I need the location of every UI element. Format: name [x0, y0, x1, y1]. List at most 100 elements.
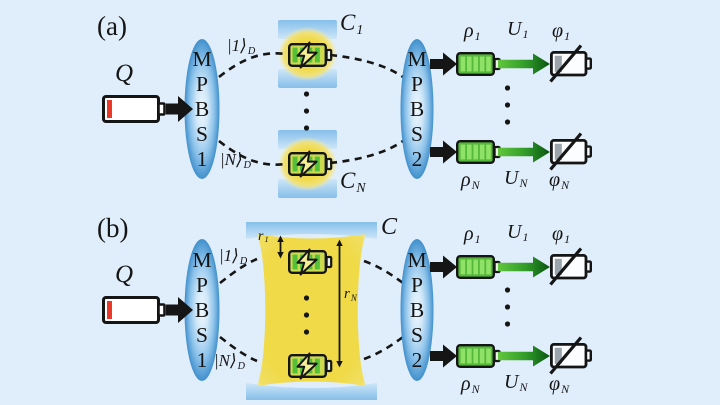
mpbs2-b-letter: M: [407, 248, 427, 272]
work-top-b-sub: 1: [564, 232, 571, 247]
state-bottom-label-a: ρN: [461, 170, 480, 192]
ket-bottom-a-sub: D: [243, 159, 252, 171]
panel-a-label: (a): [97, 11, 127, 41]
unitary-bottom-a-sub: N: [519, 176, 528, 191]
ellipsis-dots-a-outputs: [504, 85, 511, 125]
work-bottom-label-b: φN: [549, 374, 569, 396]
ket-bottom-label-b: |N⟩D: [214, 352, 245, 372]
mpbs1-b-ellipse: [184, 239, 220, 381]
mode-path-b-bottom-right: [363, 335, 404, 361]
mpbs2-b-letters: M P B S 2: [399, 248, 435, 373]
cavity-bottom-a-base: C: [340, 168, 356, 193]
work-bottom-label-a: φN: [549, 170, 569, 192]
ellipsis-dots-b-outputs: [504, 287, 511, 327]
work-bottom-a-base: φ: [549, 169, 561, 191]
cavity-top-label-a: C1: [340, 11, 363, 37]
work-top-a-base: φ: [552, 20, 564, 42]
mpbs2-a-ellipse: [400, 39, 434, 179]
mpbs2-b-letter: 2: [411, 348, 423, 372]
mpbs2-a-letter: S: [411, 122, 423, 146]
unitary-bottom-label-b: UN: [504, 372, 527, 394]
mpbs1-b-letter: B: [194, 298, 210, 322]
panel-a-graphics: [102, 20, 593, 198]
mpbs1-a-ellipse: [184, 39, 220, 179]
mpbs1-b-letter: P: [196, 273, 208, 297]
unitary-bottom-a-base: U: [504, 167, 519, 189]
state-bottom-b-sub: N: [471, 382, 480, 397]
ket-top-label-a: |1⟩D: [227, 37, 255, 57]
mode-path-a-top-left: [218, 52, 286, 79]
state-top-label-a: ρ1: [464, 21, 481, 43]
state-bottom-a-base: ρ: [461, 169, 471, 191]
work-top-b-base: φ: [552, 223, 564, 245]
mode-path-b-top-right: [363, 259, 404, 285]
mpbs2-a-letter: M: [407, 47, 427, 71]
mpbs1-b-letters: M P B S 1: [184, 248, 220, 373]
cavity-bottom-a-sub: N: [356, 179, 366, 195]
mpbs2-a-letter: P: [411, 72, 423, 96]
radius-span-b-sub: N: [350, 292, 357, 303]
cavity-b-top-mirror: [246, 222, 377, 239]
state-top-a-base: ρ: [464, 20, 474, 42]
unitary-arrow-b-top: [498, 256, 550, 278]
work-battery-b-bottom: [548, 335, 593, 376]
mpbs1-a-letter: M: [192, 47, 212, 71]
mpbs2-b-letter: B: [409, 298, 425, 322]
cavity-aN-battery-icon: [288, 150, 333, 178]
mpbs2-b-ellipse: [400, 239, 434, 381]
state-bottom-a-sub: N: [471, 178, 480, 193]
panel-b-label: (b): [97, 213, 129, 243]
mode-path-a-bottom-left: [218, 139, 286, 166]
cavity-b-bottom-mirror: [246, 383, 377, 400]
work-top-a-sub: 1: [564, 29, 571, 44]
cavity-a1-battery-icon: [288, 41, 333, 69]
radius-top-label-b: r1: [258, 229, 269, 245]
ket-top-b-sub: D: [239, 255, 248, 267]
unitary-top-label-b: U1: [507, 222, 528, 244]
mode-path-b-bottom-left: [219, 335, 258, 363]
mpbs1-a-letter: B: [194, 97, 210, 121]
panel-b-graphics: [102, 222, 593, 400]
mode-path-b-top-left: [219, 257, 258, 285]
source-label-a: Q: [115, 60, 134, 87]
radius-rN-arrow: [336, 239, 343, 368]
unitary-arrow-a-bottom: [498, 141, 550, 163]
mpbs1-a-letter: 1: [196, 147, 208, 171]
mpbs2-a-letter: B: [409, 97, 425, 121]
work-top-label-b: φ1: [552, 224, 570, 246]
cavity-top-a-sub: 1: [356, 21, 364, 37]
ket-top-label-b: |1⟩D: [219, 247, 247, 267]
source-label-b: Q: [115, 261, 134, 288]
radius-span-label-b: rN: [344, 286, 357, 303]
ket-top-a-main: |1⟩: [227, 36, 247, 55]
state-bottom-b-base: ρ: [461, 373, 471, 395]
work-bottom-b-sub: N: [561, 382, 570, 397]
cavity-top-a-base: C: [340, 10, 356, 35]
unitary-top-label-a: U1: [507, 19, 528, 41]
mpbs2-b-letter: S: [411, 323, 423, 347]
mpbs1-b-letter: M: [192, 248, 212, 272]
mode-path-a-top-right: [329, 53, 404, 79]
unitary-bottom-b-sub: N: [519, 380, 528, 395]
unitary-top-a-sub: 1: [522, 27, 529, 42]
radius-r1-arrow: [277, 235, 284, 259]
radius-top-b-sub: 1: [264, 235, 269, 245]
charged-battery-b-bottom: [456, 344, 501, 368]
source-battery-a: [102, 95, 166, 123]
unitary-bottom-b-base: U: [504, 371, 519, 393]
ket-bottom-b-main: |N⟩: [214, 351, 237, 370]
state-bottom-label-b: ρN: [461, 374, 480, 396]
ket-top-a-sub: D: [247, 45, 256, 57]
mpbs1-a-letters: M P B S 1: [184, 47, 220, 172]
cavity-bottom-label-a: CN: [340, 169, 366, 195]
mpbs1-a-letter: S: [196, 122, 208, 146]
work-bottom-a-sub: N: [561, 178, 570, 193]
unitary-arrow-b-bottom: [498, 345, 550, 367]
mpbs2-b-letter: P: [411, 273, 423, 297]
charged-battery-a-top: [456, 52, 501, 77]
radius-span-b-base: r: [344, 286, 350, 302]
ket-bottom-b-sub: D: [237, 360, 246, 372]
mpbs2-a-letter: 2: [411, 147, 423, 171]
cavity-b-battery-bottom: [288, 352, 333, 380]
